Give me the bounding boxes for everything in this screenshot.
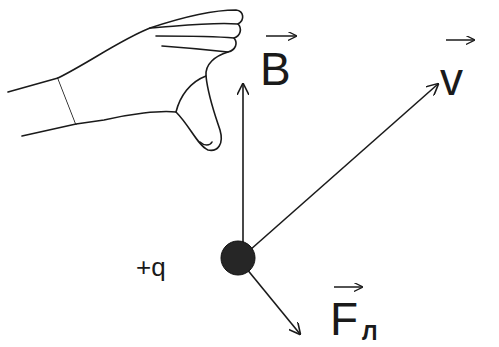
force-vector [246, 268, 300, 334]
vector-arrow [266, 35, 296, 37]
velocity-vector [250, 84, 438, 250]
vector-arrow [446, 39, 474, 41]
vector-label: F [330, 296, 358, 342]
vector-label: v [440, 56, 463, 102]
vector-arrow [334, 286, 362, 288]
charge-dot [221, 241, 255, 275]
field-vector [242, 84, 244, 242]
charge-label: +q [136, 254, 166, 280]
vector-label: B [260, 46, 291, 92]
hand [8, 10, 243, 150]
subscript-label: Л [362, 322, 377, 344]
